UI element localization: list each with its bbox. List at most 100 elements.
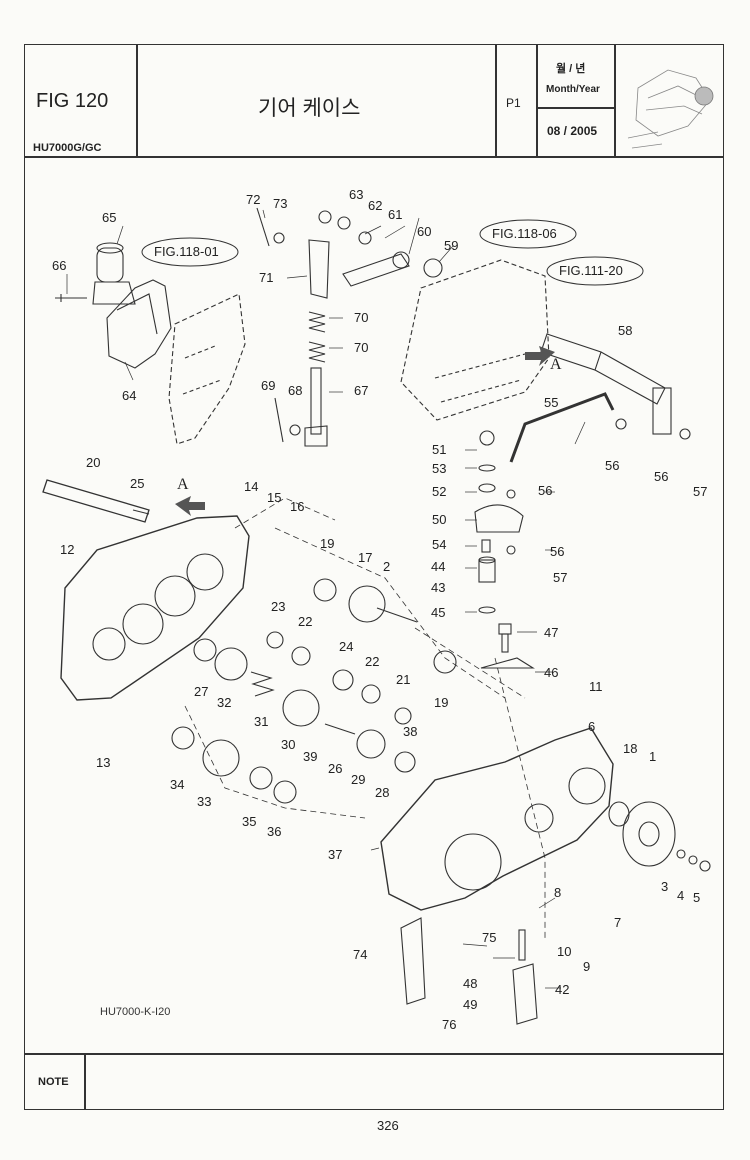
page-title: 기어 케이스 <box>258 97 361 120</box>
thumbnail-sketch <box>627 69 714 149</box>
spring-31 <box>250 671 275 697</box>
ref-label-118-01: FIG.118-01 <box>154 244 219 259</box>
header-col-divider-3 <box>536 44 538 157</box>
part-callout-21: 21 <box>396 672 411 687</box>
header-col-divider-2 <box>495 44 497 157</box>
part-callout-56: 56 <box>654 469 669 484</box>
part-callout-8: 8 <box>554 885 562 900</box>
part-callout-63: 63 <box>349 187 364 202</box>
bearing-19a <box>313 578 337 602</box>
part-callout-23: 23 <box>271 599 286 614</box>
bracket-74 <box>400 917 426 1005</box>
gear-17 <box>348 585 386 623</box>
gear-33 <box>202 739 240 777</box>
part-callout-16: 16 <box>290 499 305 514</box>
part-callout-57: 57 <box>693 484 708 499</box>
gear-30 <box>282 689 320 727</box>
part-callout-50: 50 <box>432 512 447 527</box>
header-col-divider-1 <box>136 44 138 157</box>
spring-lower <box>308 341 326 363</box>
bearing-22b <box>361 684 381 704</box>
arm-42 <box>512 963 538 1025</box>
page-number: 326 <box>377 1118 399 1133</box>
bearing-28 <box>394 751 416 773</box>
part-callout-4: 4 <box>677 888 685 903</box>
month-year-label: Month/Year <box>546 84 600 95</box>
part-callout-24: 24 <box>339 639 354 654</box>
part-callout-13: 13 <box>96 755 111 770</box>
washer-36 <box>273 780 297 804</box>
part-callout-29: 29 <box>351 772 366 787</box>
ref-label-111-20: FIG.111-20 <box>559 263 623 278</box>
view-marker-left: A <box>177 476 189 493</box>
part-callout-62: 62 <box>368 198 383 213</box>
part-callout-18: 18 <box>623 741 638 756</box>
part-callout-66: 66 <box>52 258 67 273</box>
part-callout-36: 36 <box>267 824 282 839</box>
part-callout-9: 9 <box>583 959 591 974</box>
bearing-35 <box>249 766 273 790</box>
part-callout-69: 69 <box>261 378 276 393</box>
part-callout-72: 72 <box>246 192 261 207</box>
note-label: NOTE <box>38 1076 69 1088</box>
date-divider <box>536 107 615 109</box>
part-callout-45: 45 <box>431 605 446 620</box>
part-callout-34: 34 <box>170 777 185 792</box>
part-callout-68: 68 <box>288 383 303 398</box>
part-callout-1: 1 <box>649 749 657 764</box>
part-callout-14: 14 <box>244 479 259 494</box>
part-callout-32: 32 <box>217 695 232 710</box>
ref-label-118-06: FIG.118-06 <box>492 226 557 241</box>
part-callout-27: 27 <box>194 684 209 699</box>
part-callout-60: 60 <box>417 224 432 239</box>
header-col-divider-4 <box>614 44 616 157</box>
month-year-korean: 월 / 년 <box>556 63 586 75</box>
part-callout-74: 74 <box>353 947 368 962</box>
revision-date: 08 / 2005 <box>547 124 598 138</box>
shaft-20 <box>42 479 150 523</box>
gear-24 <box>332 669 354 691</box>
part-callout-12: 12 <box>60 542 75 557</box>
bracket-58 <box>652 387 672 435</box>
part-callout-70: 70 <box>354 340 369 355</box>
part-callout-31: 31 <box>254 714 269 729</box>
part-callout-71: 71 <box>259 270 274 285</box>
part-callout-61: 61 <box>388 207 403 222</box>
part-callout-7: 7 <box>614 915 622 930</box>
spring-upper <box>308 311 326 333</box>
shaft-58 <box>540 333 666 405</box>
part-callout-19: 19 <box>320 536 335 551</box>
part-callout-64: 64 <box>122 388 137 403</box>
part-callout-47: 47 <box>544 625 559 640</box>
part-callout-51: 51 <box>432 442 447 457</box>
ring-21 <box>394 707 412 725</box>
note-col-divider <box>84 1053 86 1110</box>
washer-23 <box>266 631 284 649</box>
part-callout-49: 49 <box>463 997 478 1012</box>
part-callout-10: 10 <box>557 944 572 959</box>
part-callout-28: 28 <box>375 785 390 800</box>
part-callout-19: 19 <box>434 695 449 710</box>
part-callout-26: 26 <box>328 761 343 776</box>
pulley <box>622 801 676 867</box>
part-callout-59: 59 <box>444 238 459 253</box>
part-callout-38: 38 <box>403 724 418 739</box>
part-callout-2: 2 <box>383 559 391 574</box>
part-callout-37: 37 <box>328 847 343 862</box>
part-callout-70: 70 <box>354 310 369 325</box>
rod-55 <box>509 392 615 463</box>
part-callout-44: 44 <box>431 559 446 574</box>
part-callout-20: 20 <box>86 455 101 470</box>
part-callout-6: 6 <box>588 719 596 734</box>
part-callout-22: 22 <box>365 654 380 669</box>
part-callout-33: 33 <box>197 794 212 809</box>
gear-29 <box>356 729 386 759</box>
part-callout-75: 75 <box>482 930 497 945</box>
gear-case-cover <box>60 515 250 701</box>
part-callout-53: 53 <box>432 461 447 476</box>
note-divider <box>24 1053 724 1055</box>
part-callout-76: 76 <box>442 1017 457 1032</box>
part-callout-22: 22 <box>298 614 313 629</box>
direction-arrow-left <box>175 496 205 516</box>
part-callout-15: 15 <box>267 490 282 505</box>
